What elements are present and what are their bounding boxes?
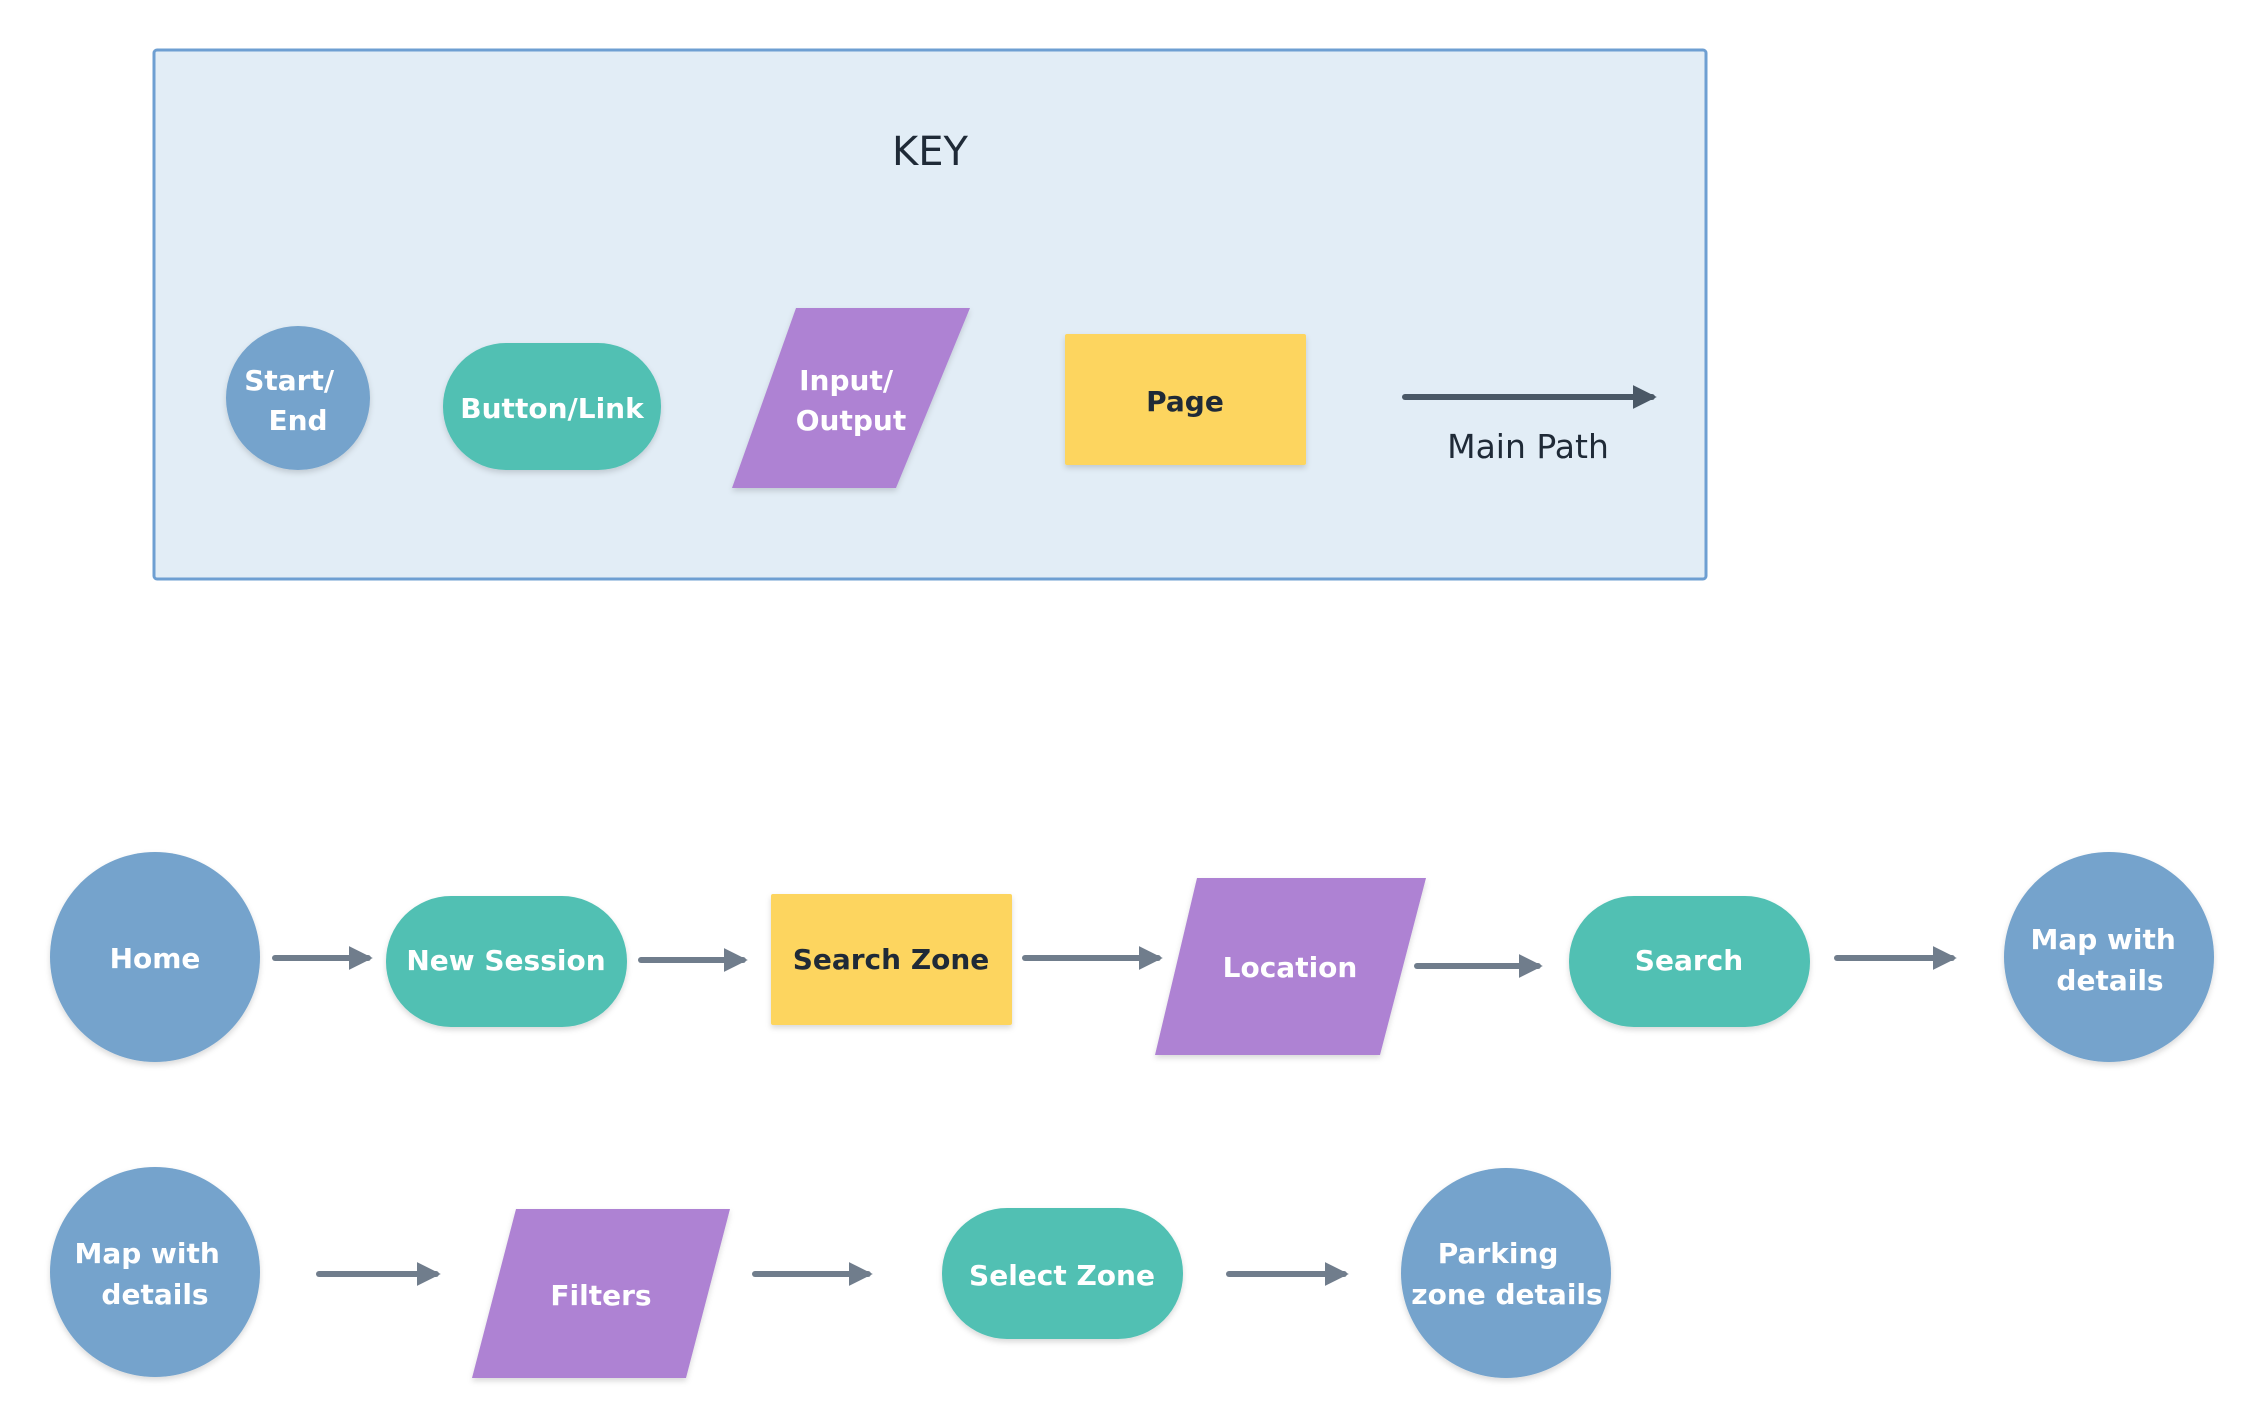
new-session-label: New Session	[406, 944, 605, 977]
key-item-start-end: Start/ End	[226, 326, 370, 470]
key-legend: KEY Start/ End Button/Link Input/ Output	[152, 48, 1708, 581]
flow-row-1: Home New Session Search Zone	[50, 852, 2214, 1062]
location-input-shape	[1155, 878, 1426, 1055]
select-zone-button-shape	[942, 1208, 1183, 1339]
filters-input-shape	[472, 1209, 730, 1378]
map-with-details-start-shape	[50, 1167, 260, 1377]
node-filters: Filters	[472, 1209, 730, 1378]
new-session-button-shape	[386, 896, 627, 1027]
key-main-path-label: Main Path	[1447, 427, 1609, 466]
search-button-shape	[1569, 896, 1810, 1027]
search-zone-label: Search Zone	[793, 943, 990, 976]
map-with-details-end-shape	[2004, 852, 2214, 1062]
node-select-zone: Select Zone	[942, 1208, 1183, 1339]
key-input-output-label: Input/ Output	[796, 364, 906, 437]
node-search-zone: Search Zone	[771, 894, 1012, 1025]
search-zone-page-shape	[771, 894, 1012, 1025]
key-item-page: Page	[1065, 334, 1306, 465]
input-output-shape	[732, 308, 970, 488]
node-new-session: New Session	[386, 896, 627, 1027]
start-end-shape	[226, 326, 370, 470]
key-item-input-output: Input/ Output	[732, 308, 970, 488]
node-map-with-details-end: Map with details	[2004, 852, 2214, 1062]
key-page-label: Page	[1146, 385, 1224, 418]
node-parking-zone-details: Parking zone details	[1401, 1168, 1611, 1378]
page-shape	[1065, 334, 1306, 465]
location-label: Location	[1223, 951, 1358, 984]
button-link-shape	[443, 343, 661, 470]
key-title: KEY	[892, 129, 969, 175]
parking-zone-details-label: Parking zone details	[1411, 1237, 1602, 1311]
select-zone-label: Select Zone	[969, 1259, 1155, 1292]
filters-label: Filters	[550, 1279, 651, 1312]
key-item-button-link: Button/Link	[443, 343, 661, 470]
key-start-end-label: Start/ End	[244, 364, 344, 437]
map-with-details-start-label: Map with details	[74, 1237, 229, 1311]
flow-row-2: Map with details Filters Select Zone	[50, 1167, 1611, 1378]
node-search: Search	[1569, 896, 1810, 1027]
key-item-main-path: Main Path	[1402, 385, 1657, 466]
home-start-shape	[50, 852, 260, 1062]
node-map-with-details-start: Map with details	[50, 1167, 260, 1377]
node-location: Location	[1155, 878, 1426, 1055]
node-home: Home	[50, 852, 260, 1062]
parking-zone-details-end-shape	[1401, 1168, 1611, 1378]
search-label: Search	[1635, 944, 1743, 977]
home-label: Home	[110, 942, 201, 975]
map-with-details-end-label: Map with details	[2030, 923, 2185, 997]
key-button-link-label: Button/Link	[460, 392, 645, 425]
